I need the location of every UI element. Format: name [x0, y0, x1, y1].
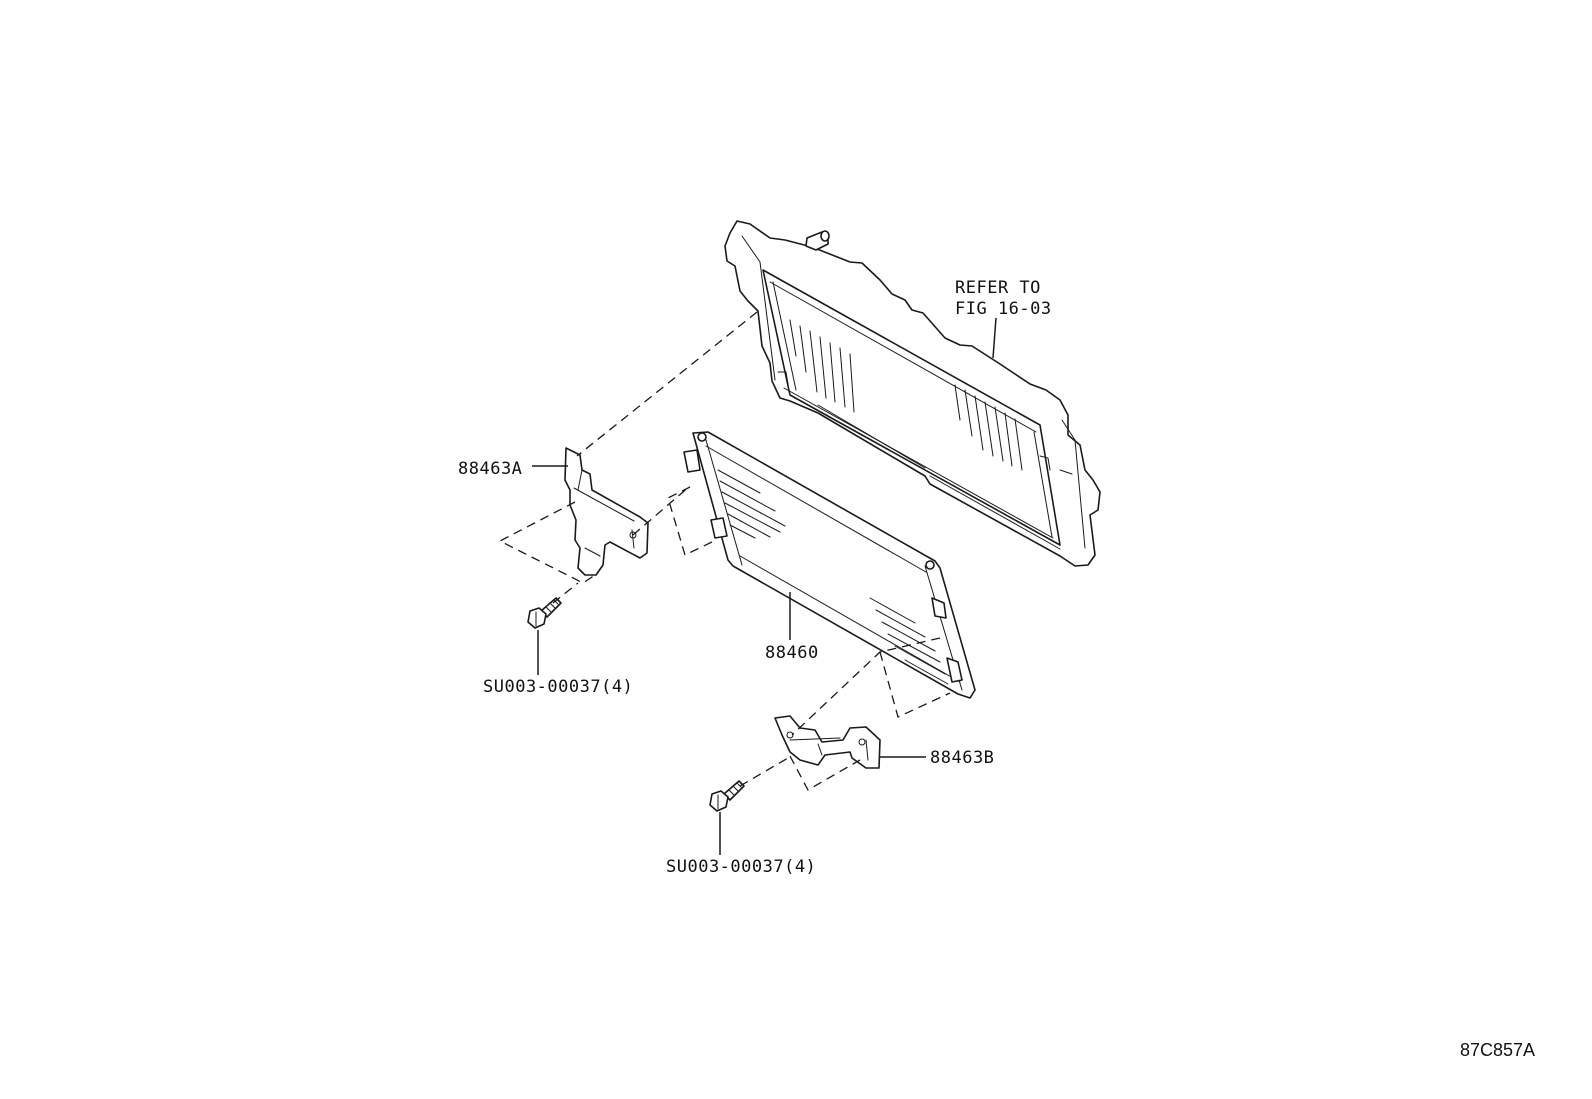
radiator-bottom-rail	[817, 404, 1061, 550]
radiator	[724, 220, 1101, 567]
bracket-a-bolt-hole	[629, 531, 637, 539]
bracket-b-bolt-hole-right	[858, 738, 866, 746]
refer-to-figure-link[interactable]: REFER TO FIG 16-03	[955, 278, 1052, 319]
callout-bolt-b[interactable]: SU003-00037(4)	[666, 857, 816, 877]
radiator-filler-cap	[820, 230, 830, 242]
bracket-88463b	[774, 715, 881, 769]
condenser-core-edges	[705, 445, 961, 683]
condenser-corner-boss-right	[925, 560, 935, 570]
bracket-b-bend-lines	[789, 737, 869, 761]
bolt-a-thread	[545, 599, 559, 613]
callout-bracket-a[interactable]: 88463A	[458, 459, 522, 479]
dash-condenser-right-mount	[879, 651, 951, 718]
condenser-mount-tab-lower-right	[946, 657, 963, 683]
condenser-mount-tab-lower-left	[710, 517, 728, 539]
dash-condenser-left-mount	[667, 486, 715, 556]
dash-bracket-b-outline	[789, 755, 861, 791]
callout-bracket-b[interactable]: 88463B	[930, 748, 994, 768]
dash-bolt-a-to-bracket-a	[552, 582, 579, 604]
condenser-core-hatching	[717, 469, 949, 685]
leader-lines	[532, 317, 997, 855]
figure-id: 87C857A	[1460, 1040, 1535, 1060]
bolt-b	[709, 780, 745, 812]
assembly-dashed-lines	[498, 311, 951, 791]
radiator-core	[762, 269, 1061, 546]
dash-radiator-to-bracket-a	[576, 311, 758, 457]
bracket-a-bend-lines	[573, 469, 635, 557]
callout-bolt-a[interactable]: SU003-00037(4)	[483, 677, 633, 697]
callout-labels: REFER TO FIG 16-03 88463A 88460 SU003-00…	[458, 278, 1535, 1060]
condenser-88460	[683, 431, 976, 699]
radiator-core-inner-edges	[769, 281, 1054, 539]
dash-bracket-a-outline	[498, 501, 599, 584]
refer-to-line1: REFER TO	[955, 278, 1041, 298]
radiator-core-hatching	[789, 319, 1023, 471]
callout-condenser[interactable]: 88460	[765, 643, 819, 663]
bolt-a-hex-head	[527, 607, 547, 629]
condenser-corner-boss-top	[697, 432, 707, 442]
bracket-b-bolt-hole-left	[786, 731, 794, 739]
condenser-mount-tab-upper-right	[931, 597, 947, 619]
bracket-a-body	[564, 447, 649, 576]
dash-bolt-b-to-bracket-b	[739, 757, 789, 787]
condenser-mount-tab-upper-left	[683, 449, 701, 473]
condenser-body	[692, 431, 976, 699]
bolt-a	[527, 597, 562, 629]
leader-radiator-reference	[992, 317, 997, 359]
radiator-side-tank-lines	[741, 235, 1086, 549]
bracket-88463a	[564, 447, 649, 576]
radiator-mount-tabs	[777, 371, 1073, 475]
refer-to-line2: FIG 16-03	[955, 299, 1052, 319]
bolt-b-hex-head	[709, 790, 729, 812]
bracket-b-body	[774, 715, 881, 769]
dash-bracket-a-to-condenser	[632, 485, 691, 536]
